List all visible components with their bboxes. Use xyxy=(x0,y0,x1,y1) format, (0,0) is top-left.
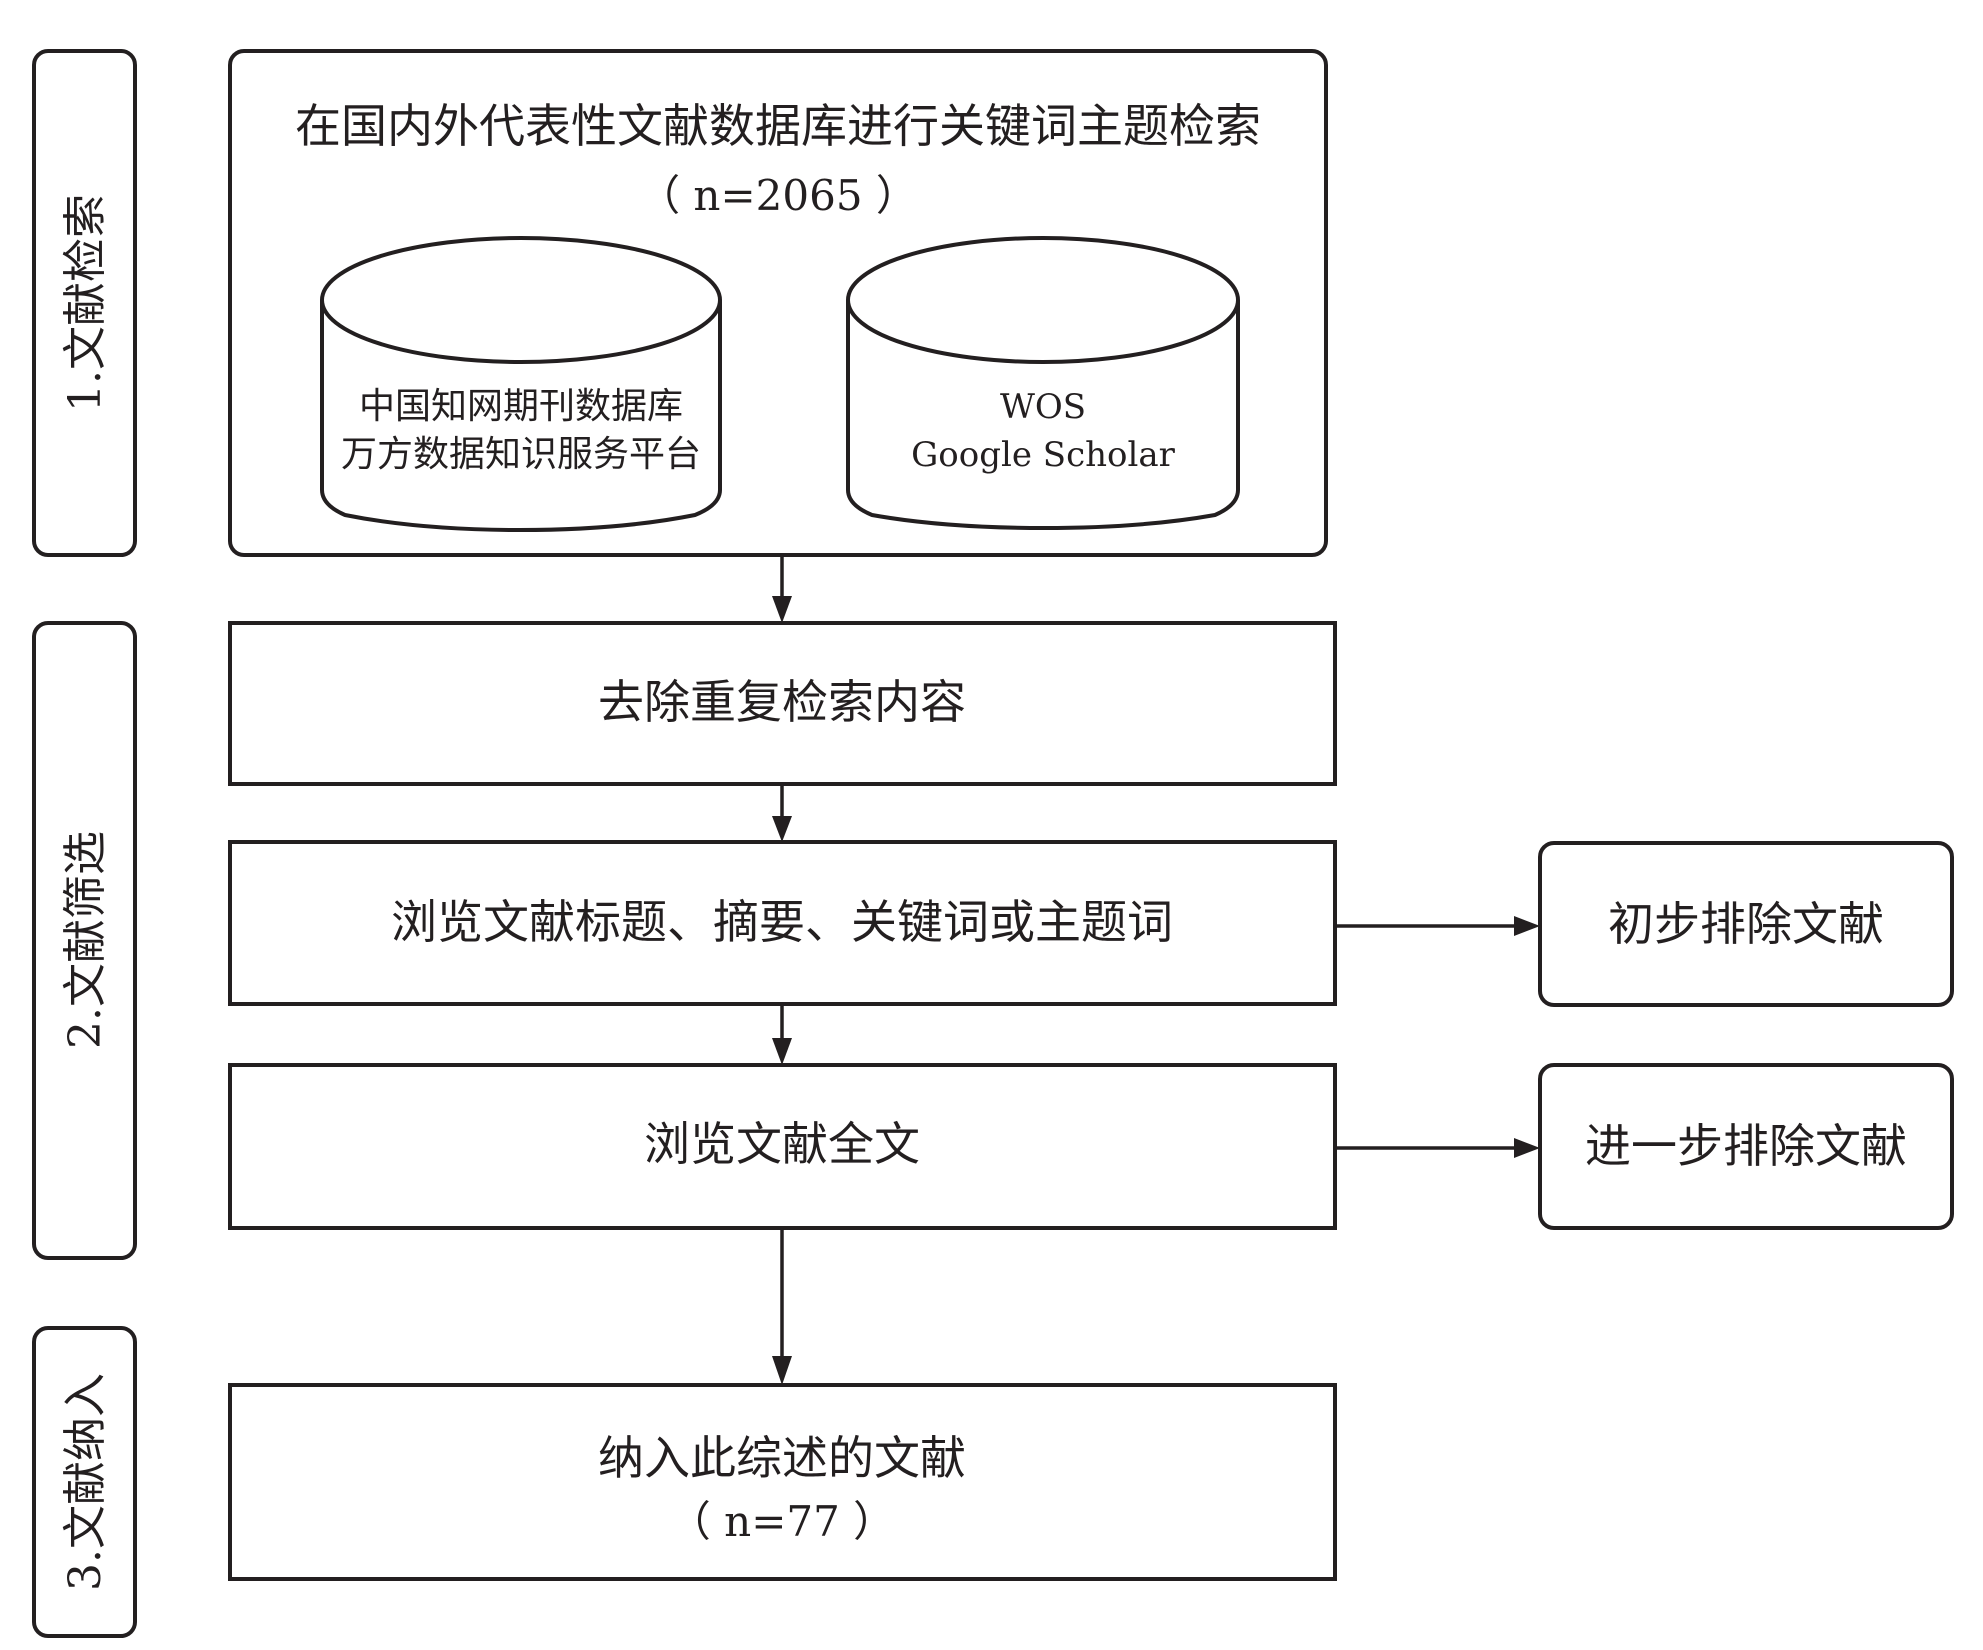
phase-label-screening: 2.文献筛选 xyxy=(32,621,137,1260)
arrow-search-to-dedupe xyxy=(772,555,792,623)
phase-label-search-text: 1.文献检索 xyxy=(60,194,111,412)
arrow-fulltext-to-exclusion xyxy=(1335,1138,1540,1158)
database-english-line1: WOS xyxy=(1000,387,1086,427)
exclusion-initial-text: 初步排除文献 xyxy=(1608,897,1884,951)
result-count: （ n=77 ） xyxy=(669,1497,895,1546)
result-box: 纳入此综述的文献 （ n=77 ） xyxy=(228,1383,1337,1581)
database-chinese-line1: 中国知网期刊数据库 xyxy=(359,386,683,427)
phase-label-inclusion-text: 3.文献纳入 xyxy=(60,1373,111,1591)
database-chinese-line2: 万方数据知识服务平台 xyxy=(341,434,701,475)
database-english-line2: Google Scholar xyxy=(911,435,1176,475)
exclusion-initial: 初步排除文献 xyxy=(1538,841,1954,1007)
step-title-abstract-text: 浏览文献标题、摘要、关键词或主题词 xyxy=(391,895,1173,949)
arrow-dedupe-to-title-screen xyxy=(772,784,792,842)
phase-label-screening-text: 2.文献筛选 xyxy=(60,831,111,1049)
search-count: （ n=2065 ） xyxy=(638,171,918,220)
arrow-fulltext-to-result xyxy=(772,1228,792,1385)
exclusion-further-text: 进一步排除文献 xyxy=(1585,1119,1907,1173)
step-title-abstract-screen: 浏览文献标题、摘要、关键词或主题词 xyxy=(228,840,1337,1006)
step-fulltext-screen: 浏览文献全文 xyxy=(228,1063,1337,1230)
exclusion-further: 进一步排除文献 xyxy=(1538,1063,1954,1230)
step-fulltext-text: 浏览文献全文 xyxy=(644,1117,920,1171)
arrow-title-screen-to-exclusion xyxy=(1335,916,1540,936)
search-box: 在国内外代表性文献数据库进行关键词主题检索 （ n=2065 ） 中国知网期刊数… xyxy=(228,49,1328,557)
search-title: 在国内外代表性文献数据库进行关键词主题检索 xyxy=(295,99,1261,153)
database-cylinder-chinese: 中国知网期刊数据库 万方数据知识服务平台 xyxy=(320,236,722,533)
result-text: 纳入此综述的文献 xyxy=(598,1431,966,1485)
step-dedupe-text: 去除重复检索内容 xyxy=(598,675,966,729)
phase-label-search: 1.文献检索 xyxy=(32,49,137,557)
phase-label-inclusion: 3.文献纳入 xyxy=(32,1326,137,1638)
arrow-title-screen-to-fulltext xyxy=(772,1004,792,1065)
database-cylinder-english: WOS Google Scholar xyxy=(846,236,1240,531)
step-dedupe: 去除重复检索内容 xyxy=(228,621,1337,786)
